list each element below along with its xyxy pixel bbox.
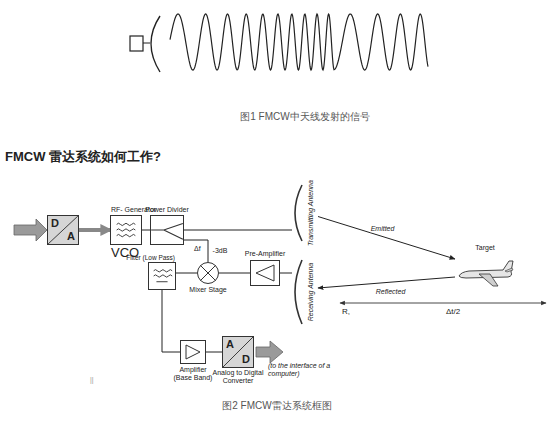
antenna-dish	[295, 185, 302, 241]
wave-stroke	[154, 275, 173, 277]
dimension: Δt/2	[446, 307, 460, 316]
antenna-feed	[130, 36, 143, 51]
edge-label: -3dB	[212, 247, 229, 255]
triR-symbol	[180, 340, 206, 364]
node-label: D	[242, 353, 250, 366]
antenna-feed	[143, 43, 150, 44]
signal-name: Δf	[194, 245, 201, 253]
dish-symbol	[292, 178, 318, 248]
antenna-dish	[151, 16, 160, 72]
note: (to the interface of a computer)	[268, 362, 346, 378]
signal-line	[206, 352, 222, 353]
mixer-outline	[198, 263, 219, 284]
figure-caption: 图2 FMCW雷达系统框图	[222, 400, 331, 412]
antenna-dish	[295, 260, 302, 324]
node-label: Pre-Amplifier	[245, 250, 285, 258]
filter-line	[156, 281, 167, 282]
node-label: Filter (Low Pass)	[126, 254, 175, 261]
filter-symbol	[149, 263, 175, 289]
wave-stroke	[154, 270, 173, 272]
output-arrow	[256, 341, 283, 363]
triL-symbol	[250, 260, 280, 286]
generator-box: RF- GeneratorVCO	[110, 215, 142, 245]
diagonal-line	[223, 337, 253, 367]
wave-stroke	[117, 234, 136, 236]
amplifier-outline	[181, 341, 206, 364]
signal-line	[318, 277, 455, 288]
wave-stroke	[117, 223, 136, 225]
diagonal-line	[48, 216, 78, 244]
amplifier-outline	[251, 261, 280, 286]
node-label: Amplifier (Base Band)	[170, 366, 216, 382]
signal-line	[142, 230, 150, 231]
amplifier-triangle	[186, 345, 200, 359]
node-label: Target	[475, 244, 494, 252]
chirp-wave	[170, 14, 428, 70]
figure-caption: 图1 FMCW中天线发射的信号	[240, 111, 369, 123]
amplifier-triangle	[256, 265, 274, 281]
mixer-cross	[200, 265, 215, 280]
target: Target	[455, 244, 515, 288]
edge-label: Emitted	[370, 225, 396, 233]
dimension: R,	[342, 307, 350, 316]
vco-symbol	[111, 216, 141, 244]
node-label: Power Divider	[145, 206, 189, 214]
mixer-symbol	[197, 262, 219, 284]
airplane-wing	[479, 274, 498, 286]
split-symbol	[151, 216, 183, 244]
signal-arrow	[79, 228, 110, 232]
amplifier-triangle: Amplifier (Base Band)	[180, 340, 206, 364]
signal-line	[280, 273, 292, 274]
signal-line	[318, 217, 455, 260]
converter-box: DA	[47, 215, 79, 245]
signal-line	[176, 273, 197, 274]
node-label: D	[51, 217, 59, 230]
node-label: Receiving Antenna	[307, 263, 315, 322]
airplane-tail	[505, 268, 513, 272]
converter-box: ADAnalog to Digital Converter	[222, 336, 254, 368]
antenna: Receiving Antenna	[292, 252, 318, 332]
section-heading: FMCW 雷达系统如何工作?	[5, 150, 161, 165]
signal-line	[184, 230, 292, 231]
amplifier-triangle: Pre-Amplifier	[250, 260, 280, 286]
split-lines	[151, 223, 183, 239]
dish-symbol	[292, 252, 318, 332]
node-label: A	[67, 230, 75, 243]
signal-line	[219, 273, 250, 274]
node-label: Analog to Digital Converter	[209, 369, 267, 385]
signal-line	[184, 240, 208, 262]
antenna: Transmitting Antenna	[292, 178, 318, 248]
wave-stroke	[117, 229, 136, 231]
input-arrow	[14, 219, 47, 241]
artifact-mark: ||	[90, 376, 94, 384]
filter-box: Filter (Low Pass)	[148, 262, 176, 290]
divider-box: Power Divider	[150, 215, 184, 245]
signal-line	[162, 290, 180, 352]
mixer-circle: Mixer Stage	[197, 262, 219, 284]
range-line	[340, 303, 546, 304]
edge-label: Reflected	[375, 288, 407, 296]
node-label: Transmitting Antenna	[307, 180, 315, 246]
node-label: A	[226, 338, 234, 351]
node-label: Mixer Stage	[189, 286, 226, 294]
